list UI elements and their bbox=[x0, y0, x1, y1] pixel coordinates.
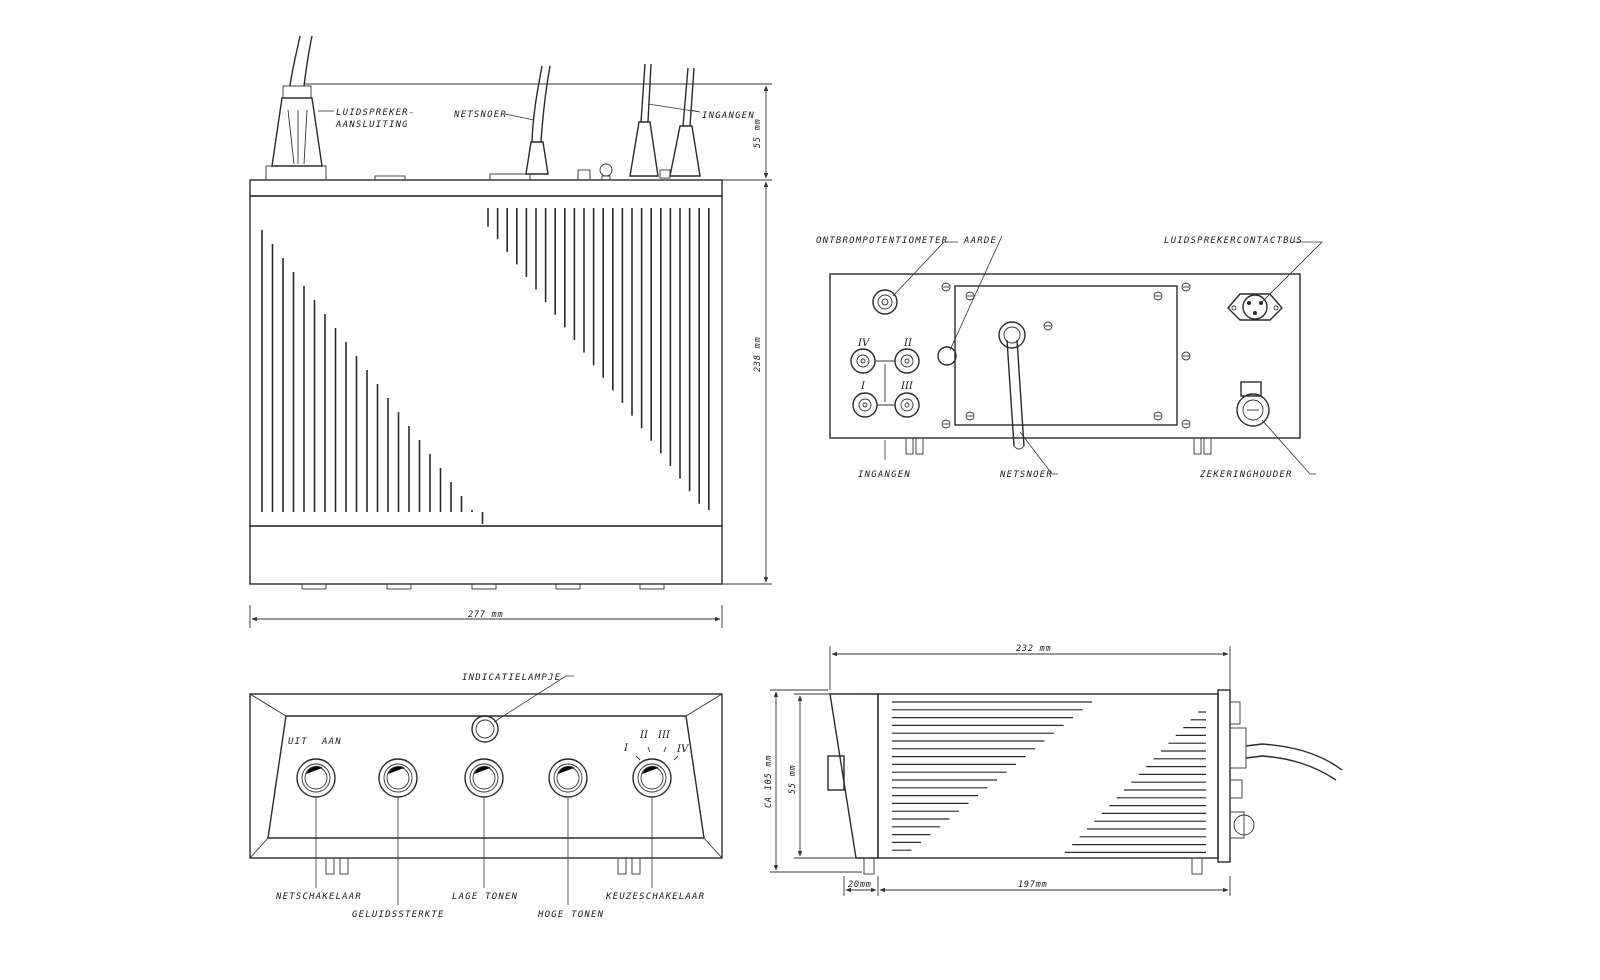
top-plate bbox=[374, 175, 406, 181]
selector-ticks bbox=[635, 746, 679, 761]
label-hoge-tonen: HOGE TONEN bbox=[537, 910, 604, 920]
selector-label-III: III bbox=[657, 730, 671, 741]
side-hatching-left bbox=[892, 701, 1092, 851]
input-label-II: II bbox=[903, 338, 913, 349]
dim-label-232mm: 232 mm bbox=[1016, 644, 1052, 654]
label-zekeringhouder: ZEKERINGHOUDER bbox=[1199, 470, 1293, 480]
top-knob bbox=[577, 169, 591, 181]
label-ingangen-rear: INGANGEN bbox=[858, 470, 911, 480]
label-luidspreker-aansluiting-2: AANSLUITING bbox=[335, 120, 409, 130]
mains-cord bbox=[525, 65, 551, 175]
speaker-contact-socket bbox=[1227, 293, 1283, 321]
label-luidsprekercontactbus: LUIDSPREKERCONTACTBUS bbox=[1164, 236, 1303, 246]
side-front-bezel bbox=[829, 693, 879, 859]
front-view: UIT AAN I II III IV INDICATIELAMPJE NETS… bbox=[249, 673, 723, 920]
label-luidspreker-aansluiting: LUIDSPREKER- bbox=[336, 108, 415, 118]
rear-screws bbox=[941, 282, 1191, 429]
earth-terminal bbox=[937, 346, 957, 366]
dim-label-ca105mm: CA 105 mm bbox=[764, 755, 774, 808]
rear-view: IV II I III bbox=[816, 235, 1323, 480]
input-label-III: III bbox=[900, 381, 914, 392]
dim-label-55mm-side: 55 mm bbox=[788, 764, 798, 794]
input-label-I: I bbox=[860, 381, 866, 392]
top-plate bbox=[489, 173, 531, 181]
dim-label-55mm: 55 mm bbox=[753, 118, 763, 148]
side-rear-panel bbox=[1217, 689, 1231, 863]
label-indicatielampje: INDICATIELAMPJE bbox=[462, 673, 561, 683]
dim-label-20mm: 20mm bbox=[848, 880, 872, 890]
dim-label-238mm: 238 mm bbox=[753, 336, 763, 372]
top-base bbox=[249, 525, 723, 585]
front-knobs bbox=[296, 758, 672, 798]
rear-mains-cord bbox=[998, 321, 1026, 450]
side-knob bbox=[827, 755, 845, 791]
rear-feet bbox=[905, 437, 1212, 455]
rear-cover-plate bbox=[954, 285, 1178, 426]
label-netsnoer-top: NETSNOER bbox=[453, 110, 507, 120]
selector-label-IV: IV bbox=[676, 744, 690, 755]
side-body bbox=[877, 693, 1219, 859]
front-outer bbox=[249, 693, 723, 859]
rear-panel bbox=[829, 273, 1301, 439]
side-rear-connectors bbox=[1229, 701, 1343, 839]
label-ingangen-top: INGANGEN bbox=[702, 111, 755, 121]
hum-potentiometer bbox=[872, 289, 898, 315]
label-geluidssterkte: GELUIDSSTERKTE bbox=[352, 910, 445, 920]
front-inner-bevel bbox=[267, 715, 705, 839]
side-view: 232 mm CA 105 mm 55 mm 20mm 197mm bbox=[764, 644, 1343, 896]
label-keuzeschakelaar: KEUZESCHAKELAAR bbox=[605, 892, 705, 902]
body-hatching-left bbox=[261, 230, 484, 524]
selector-label-II: II bbox=[639, 730, 649, 741]
input-plugs bbox=[629, 63, 701, 179]
label-uit: UIT bbox=[288, 737, 308, 747]
label-netschakelaar: NETSCHAKELAAR bbox=[275, 892, 362, 902]
label-lage-tonen: LAGE TONEN bbox=[452, 892, 518, 902]
earth-knob bbox=[599, 163, 613, 177]
label-netsnoer-rear: NETSNOER bbox=[999, 470, 1053, 480]
front-feet bbox=[325, 857, 641, 875]
dim-label-197mm: 197mm bbox=[1018, 880, 1048, 890]
dim-label-277mm: 277 mm bbox=[468, 610, 504, 620]
input-jacks bbox=[850, 348, 920, 418]
body-hatching-right bbox=[487, 208, 710, 510]
label-ontbrompotentiometer: ONTBROMPOTENTIOMETER bbox=[816, 236, 948, 246]
label-aarde: AARDE bbox=[963, 236, 997, 246]
top-feet bbox=[301, 583, 665, 590]
side-hatching-right bbox=[1064, 711, 1206, 854]
top-view: LUIDSPREKER- AANSLUITING NETSNOER INGANG… bbox=[249, 35, 772, 628]
top-lid bbox=[249, 179, 723, 197]
label-aan: AAN bbox=[321, 737, 342, 747]
speaker-connector-plug bbox=[265, 35, 327, 181]
indicator-lamp bbox=[471, 715, 499, 743]
input-label-IV: IV bbox=[857, 338, 871, 349]
selector-label-I: I bbox=[623, 743, 629, 754]
fuse-holder bbox=[1236, 381, 1270, 427]
